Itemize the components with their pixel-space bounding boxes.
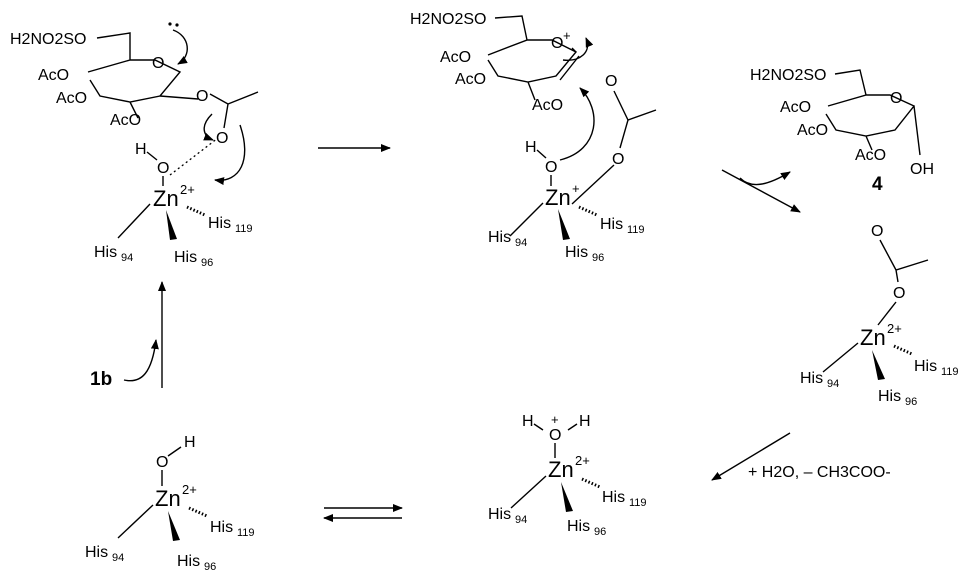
his96-5: His	[177, 553, 200, 570]
water-h-left: H	[522, 413, 534, 430]
his119-1: His	[208, 215, 231, 232]
aco-label-4c: AcO	[855, 147, 886, 164]
ester-oxygen-1: O	[196, 88, 208, 105]
zinc-3: Zn	[860, 325, 886, 350]
aco-label-1a: AcO	[38, 67, 69, 84]
water-h-right: H	[579, 413, 591, 430]
compound-1b-label: 1b	[90, 369, 112, 390]
aco-label-2c: AcO	[532, 97, 563, 114]
carbonyl-oxygen-1: O	[216, 130, 228, 147]
ring-oxygen-1: O	[152, 55, 164, 72]
hydroxide-o-2: O	[545, 159, 557, 176]
his94-sub-2: 94	[515, 237, 527, 249]
his119-5: His	[210, 519, 233, 536]
his96-1: His	[174, 249, 197, 266]
structure-4-zinc-water: H H O + Zn 2+ His 94 His 96 His 119	[488, 412, 647, 538]
his94-3: His	[800, 370, 823, 387]
his119-sub-3: 119	[941, 366, 959, 378]
hydroxide-o-1: O	[157, 160, 169, 177]
zinc-4: Zn	[548, 457, 574, 482]
his119-2: His	[600, 216, 623, 233]
aco-label-1b: AcO	[56, 90, 87, 107]
his96-3: His	[878, 388, 901, 405]
his119-sub-1: 119	[235, 223, 253, 235]
his94-5: His	[85, 544, 108, 561]
aco-label-2a: AcO	[440, 49, 471, 66]
structure-5-zinc-hydroxide: O H Zn 2+ His 94 His 96 His 119	[85, 434, 255, 572]
zinc-2: Zn	[545, 185, 571, 210]
arrow-step-3	[711, 432, 791, 481]
zinc-charge-1: 2+	[180, 182, 195, 197]
his96-4: His	[567, 518, 590, 535]
his94-sub-3: 94	[827, 378, 839, 390]
acetate-o-bottom-2: O	[612, 151, 624, 168]
his96-sub-5: 96	[204, 561, 216, 572]
his94-sub-4: 94	[515, 514, 527, 526]
water-acetate-label: + H2O, – CH3COO-	[748, 464, 891, 481]
his94-1: His	[94, 244, 117, 261]
substrate-entry-arrow	[123, 339, 159, 382]
anomeric-oh-4: OH	[910, 161, 934, 178]
his119-sub-2: 119	[627, 224, 645, 236]
his96-sub-1: 96	[201, 257, 213, 269]
water-oxygen: O	[549, 427, 561, 444]
his96-sub-4: 96	[594, 526, 606, 538]
zinc-charge-3: 2+	[887, 321, 902, 336]
his96-2: His	[565, 244, 588, 261]
hydroxide-h-2: H	[525, 139, 537, 156]
hydroxide-o-5: O	[156, 454, 168, 471]
his94-2: His	[488, 229, 511, 246]
structure-2-oxocarbenium-intermediate: H2NO2SO AcO AcO AcO O + O O H O Zn + His…	[410, 11, 657, 264]
zinc-5: Zn	[155, 486, 181, 511]
release-product-arrow	[739, 171, 791, 186]
sulfamate-label-1: H2NO2SO	[10, 31, 86, 48]
his119-4: His	[602, 489, 625, 506]
his94-4: His	[488, 506, 511, 523]
aco-label-4b: AcO	[797, 122, 828, 139]
his96-sub-3: 96	[905, 396, 917, 408]
aco-label-4a: AcO	[780, 99, 811, 116]
structure-3-zinc-acetate: O O Zn 2+ His 94 His 96 His 119	[800, 223, 959, 408]
zinc-charge-2: +	[572, 181, 580, 196]
his119-sub-5: 119	[237, 527, 255, 539]
aco-label-2b: AcO	[455, 71, 486, 88]
product-4-sugar: H2NO2SO AcO AcO AcO O OH 4	[750, 67, 934, 195]
acetate-o-top-2: O	[605, 73, 617, 90]
his94-sub-5: 94	[112, 552, 124, 564]
zinc-charge-5: 2+	[182, 482, 197, 497]
ring-oxygen-4: O	[890, 90, 902, 107]
hydroxide-h-1: H	[135, 141, 147, 158]
zinc-charge-4: 2+	[575, 453, 590, 468]
arrow-step-2	[721, 169, 801, 213]
his119-3: His	[914, 358, 937, 375]
sulfamate-label-4: H2NO2SO	[750, 67, 826, 84]
aco-label-1c: AcO	[110, 112, 141, 129]
sulfamate-label-2: H2NO2SO	[410, 11, 486, 28]
oxocarbenium-charge: +	[563, 28, 571, 43]
his94-sub-1: 94	[121, 252, 133, 264]
his119-sub-4: 119	[629, 497, 647, 509]
water-charge: +	[551, 412, 559, 427]
equilibrium-arrows	[323, 504, 403, 522]
ring-oxygen-2: O	[551, 35, 563, 52]
zinc-1: Zn	[153, 186, 179, 211]
hydroxide-h-5: H	[184, 434, 196, 451]
compound-4-label: 4	[872, 174, 883, 195]
acetate-o-bottom-3: O	[893, 285, 905, 302]
structure-1-enzyme-substrate-complex: H2NO2SO AcO AcO AcO O O O H O Zn 2+ His …	[10, 22, 259, 269]
his96-sub-2: 96	[592, 252, 604, 264]
acetate-o-top-3: O	[871, 223, 883, 240]
